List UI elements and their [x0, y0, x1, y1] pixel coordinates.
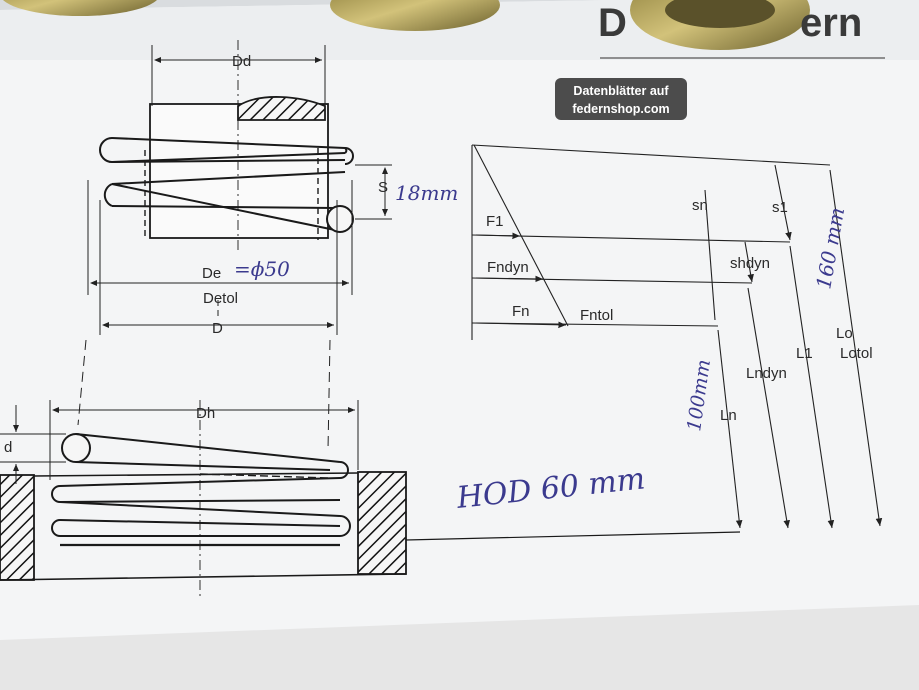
l1-label: L1 [796, 345, 813, 362]
dim-s-label: S [378, 179, 388, 196]
lo-label: Lo [836, 325, 853, 342]
top-spring-drawing [99, 40, 354, 250]
handwritten-de-value: =ϕ50 [234, 257, 290, 281]
dim-wire-d-label: d [4, 439, 12, 456]
brand-fragment-d: D [598, 1, 627, 45]
s1-label: s1 [772, 199, 788, 216]
dim-dd-label: Dd [232, 53, 251, 70]
shdyn-label: shdyn [730, 255, 770, 272]
dim-de-label: De [202, 265, 221, 282]
ln-label: Ln [720, 407, 737, 424]
badge-line1: Datenblätter auf [573, 84, 669, 98]
force-diagram [471, 144, 883, 529]
badge-line2: federnshop.com [572, 102, 669, 116]
dim-detol-label: Detol [203, 290, 238, 307]
lndyn-label: Lndyn [746, 365, 787, 382]
bottom-dimension-lines [0, 339, 359, 484]
lotol-label: Lotol [840, 345, 873, 362]
handwritten-s-value: 18mm [395, 181, 458, 205]
fntol-label: Fntol [580, 307, 613, 324]
f1-label: F1 [486, 213, 504, 230]
sn-label: sn [692, 197, 708, 214]
metal-spring-rings [3, 0, 810, 50]
dim-dh-label: Dh [196, 405, 215, 422]
fndyn-label: Fndyn [487, 259, 529, 276]
bottom-spring-drawing [0, 400, 741, 600]
dim-d-label: D [212, 320, 223, 337]
brand-header-text: ern [800, 1, 862, 45]
datasheet-badge: Datenblätter auf federnshop.com [555, 78, 687, 120]
top-dimension-lines [87, 45, 392, 335]
fn-label: Fn [512, 303, 530, 320]
